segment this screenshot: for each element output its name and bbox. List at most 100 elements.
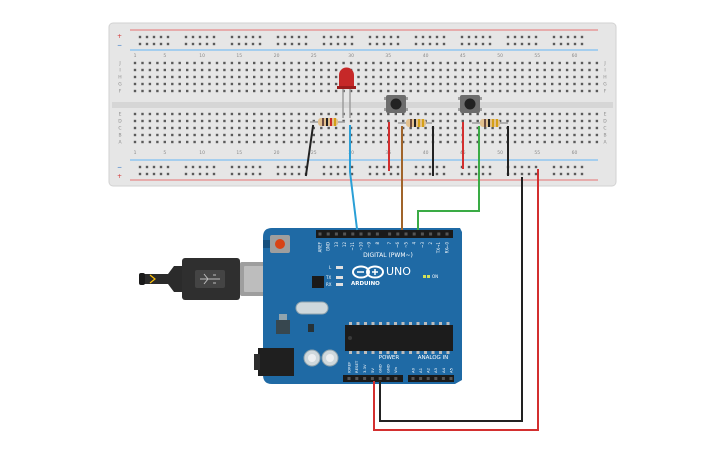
breadboard-hole[interactable] bbox=[364, 75, 368, 79]
rail-hole[interactable] bbox=[368, 172, 372, 176]
rail-hole[interactable] bbox=[382, 172, 386, 176]
breadboard-hole[interactable] bbox=[446, 133, 450, 137]
rail-hole[interactable] bbox=[251, 35, 255, 39]
breadboard-hole[interactable] bbox=[186, 112, 189, 116]
rail-hole[interactable] bbox=[258, 42, 262, 46]
breadboard-hole[interactable] bbox=[320, 133, 323, 137]
rail-hole[interactable] bbox=[527, 165, 531, 169]
breadboard-hole[interactable] bbox=[200, 119, 204, 123]
breadboard-hole[interactable] bbox=[476, 82, 479, 86]
breadboard-hole[interactable] bbox=[416, 68, 420, 72]
rail-hole[interactable] bbox=[145, 35, 149, 39]
digital-pin-socket[interactable] bbox=[343, 232, 347, 236]
power-pin-socket[interactable] bbox=[394, 377, 398, 380]
breadboard-hole[interactable] bbox=[290, 68, 293, 72]
breadboard-hole[interactable] bbox=[573, 89, 576, 93]
breadboard-hole[interactable] bbox=[580, 89, 584, 93]
breadboard-hole[interactable] bbox=[245, 82, 248, 86]
breadboard-hole[interactable] bbox=[282, 61, 286, 65]
breadboard-hole[interactable] bbox=[305, 126, 308, 130]
rail-hole[interactable] bbox=[322, 165, 326, 169]
breadboard-hole[interactable] bbox=[364, 140, 368, 144]
breadboard-hole[interactable] bbox=[215, 133, 219, 137]
breadboard-hole[interactable] bbox=[439, 112, 442, 116]
rail-hole[interactable] bbox=[290, 172, 294, 176]
breadboard-hole[interactable] bbox=[521, 68, 524, 72]
breadboard-hole[interactable] bbox=[409, 126, 412, 130]
breadboard-hole[interactable] bbox=[163, 61, 166, 65]
breadboard-hole[interactable] bbox=[595, 82, 599, 86]
breadboard-hole[interactable] bbox=[171, 82, 174, 86]
rail-hole[interactable] bbox=[212, 35, 216, 39]
breadboard-hole[interactable] bbox=[245, 75, 248, 79]
breadboard-hole[interactable] bbox=[558, 119, 561, 123]
breadboard-hole[interactable] bbox=[320, 61, 323, 65]
breadboard-hole[interactable] bbox=[551, 68, 554, 72]
breadboard-hole[interactable] bbox=[424, 126, 427, 130]
breadboard-hole[interactable] bbox=[290, 126, 293, 130]
breadboard-hole[interactable] bbox=[327, 126, 330, 130]
breadboard-hole[interactable] bbox=[320, 82, 323, 86]
breadboard-hole[interactable] bbox=[334, 112, 338, 116]
breadboard-hole[interactable] bbox=[282, 119, 286, 123]
breadboard-hole[interactable] bbox=[230, 61, 234, 65]
breadboard-hole[interactable] bbox=[186, 89, 189, 93]
breadboard-hole[interactable] bbox=[141, 68, 144, 72]
rail-hole[interactable] bbox=[304, 42, 308, 46]
rail-hole[interactable] bbox=[159, 172, 163, 176]
breadboard-hole[interactable] bbox=[394, 119, 397, 123]
breadboard-hole[interactable] bbox=[327, 140, 330, 144]
breadboard-hole[interactable] bbox=[536, 140, 539, 144]
resistor-3[interactable] bbox=[472, 119, 508, 127]
breadboard-hole[interactable] bbox=[409, 89, 412, 93]
rail-hole[interactable] bbox=[573, 35, 577, 39]
breadboard-hole[interactable] bbox=[379, 68, 383, 72]
breadboard-hole[interactable] bbox=[223, 140, 226, 144]
breadboard-hole[interactable] bbox=[163, 89, 166, 93]
breadboard-hole[interactable] bbox=[193, 112, 196, 116]
rail-hole[interactable] bbox=[297, 42, 301, 46]
breadboard-hole[interactable] bbox=[543, 89, 546, 93]
breadboard-hole[interactable] bbox=[178, 112, 181, 116]
breadboard-hole[interactable] bbox=[573, 68, 576, 72]
breadboard-hole[interactable] bbox=[156, 126, 159, 130]
breadboard-hole[interactable] bbox=[156, 68, 159, 72]
breadboard-hole[interactable] bbox=[156, 133, 159, 137]
breadboard-hole[interactable] bbox=[245, 126, 248, 130]
breadboard-hole[interactable] bbox=[513, 75, 517, 79]
rail-hole[interactable] bbox=[297, 165, 301, 169]
breadboard-hole[interactable] bbox=[521, 112, 524, 116]
breadboard-hole[interactable] bbox=[588, 75, 591, 79]
breadboard-hole[interactable] bbox=[588, 61, 591, 65]
breadboard-hole[interactable] bbox=[394, 89, 397, 93]
breadboard-hole[interactable] bbox=[595, 119, 599, 123]
breadboard-hole[interactable] bbox=[260, 140, 263, 144]
breadboard-hole[interactable] bbox=[238, 133, 241, 137]
breadboard-hole[interactable] bbox=[424, 112, 427, 116]
breadboard-hole[interactable] bbox=[565, 82, 569, 86]
rail-hole[interactable] bbox=[506, 42, 510, 46]
breadboard-hole[interactable] bbox=[402, 126, 405, 130]
rail-hole[interactable] bbox=[481, 35, 485, 39]
breadboard-hole[interactable] bbox=[543, 140, 546, 144]
rail-hole[interactable] bbox=[552, 42, 556, 46]
breadboard-hole[interactable] bbox=[439, 126, 442, 130]
breadboard-hole[interactable] bbox=[580, 82, 584, 86]
breadboard-hole[interactable] bbox=[454, 140, 457, 144]
breadboard-hole[interactable] bbox=[305, 82, 308, 86]
breadboard-hole[interactable] bbox=[133, 126, 137, 130]
breadboard-hole[interactable] bbox=[498, 133, 502, 137]
breadboard-hole[interactable] bbox=[148, 61, 152, 65]
rail-hole[interactable] bbox=[467, 35, 471, 39]
breadboard-hole[interactable] bbox=[491, 61, 494, 65]
breadboard-hole[interactable] bbox=[200, 112, 204, 116]
breadboard-hole[interactable] bbox=[327, 68, 330, 72]
breadboard-hole[interactable] bbox=[349, 119, 353, 123]
breadboard-hole[interactable] bbox=[506, 89, 509, 93]
breadboard-hole[interactable] bbox=[416, 89, 420, 93]
breadboard-hole[interactable] bbox=[431, 68, 435, 72]
breadboard-hole[interactable] bbox=[267, 126, 271, 130]
rail-hole[interactable] bbox=[343, 42, 347, 46]
breadboard-hole[interactable] bbox=[595, 140, 599, 144]
breadboard-hole[interactable] bbox=[431, 89, 435, 93]
